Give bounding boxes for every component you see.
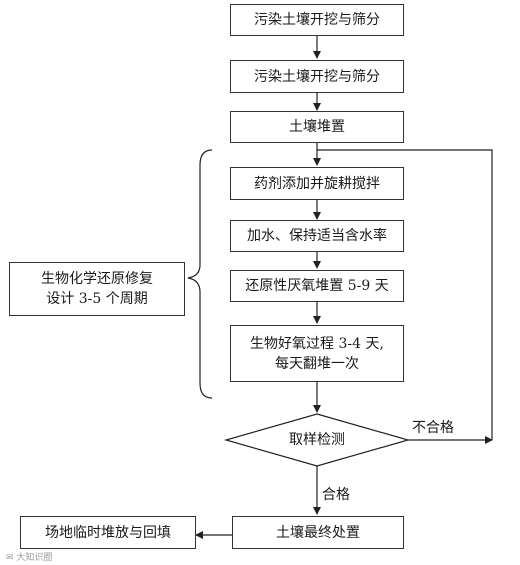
step-final-disposal-label: 土壤最终处置 [276,524,360,541]
side-note-line2: 设计 3-5 个周期 [46,291,148,307]
decision-label: 取样检测 [289,432,345,448]
loop-back-line [317,149,493,440]
step-soil-piling-label: 土壤堆置 [289,119,345,135]
step-add-water: 加水、保持适当含水率 [230,220,404,252]
step-anaerobic: 还原性厌氧堆置 5-9 天 [230,270,404,302]
step-aerobic-line1: 生物好氧过程 3-4 天, [250,335,384,352]
step-excavation-1: 污染土壤开挖与筛分 [230,4,404,36]
step-final-disposal: 土壤最终处置 [232,516,404,549]
step-soil-piling: 土壤堆置 [230,111,404,143]
step-excavation-1-label: 污染土壤开挖与筛分 [254,12,380,28]
watermark: ✉ 大知识圈 [6,553,53,563]
step-excavation-2: 污染土壤开挖与筛分 [230,60,404,93]
step-excavation-2-label: 污染土壤开挖与筛分 [254,68,380,85]
side-note: 生物化学还原修复 设计 3-5 个周期 [9,262,185,316]
step-anaerobic-label: 还原性厌氧堆置 5-9 天 [245,278,389,294]
step-backfill-label: 场地临时堆放与回填 [45,524,171,541]
step-add-water-label: 加水、保持适当含水率 [247,228,387,244]
fail-label: 不合格 [412,420,454,436]
cycle-brace [187,149,213,399]
step-reagent-mixing-label: 药剂添加并旋耕搅拌 [254,175,380,192]
step-reagent-mixing: 药剂添加并旋耕搅拌 [230,167,404,200]
step-backfill: 场地临时堆放与回填 [20,516,196,549]
pass-label: 合格 [322,487,350,503]
step-aerobic-line2: 每天翻堆一次 [275,355,359,372]
side-note-line1: 生物化学还原修复 [41,271,153,287]
decision-diamond [223,413,411,467]
step-aerobic: 生物好氧过程 3-4 天, 每天翻堆一次 [230,325,404,382]
